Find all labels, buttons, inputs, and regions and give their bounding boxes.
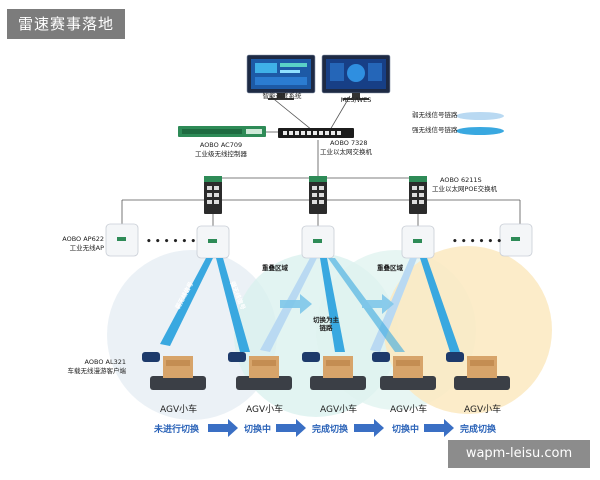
- agv-label-2: AGV小车: [246, 405, 284, 415]
- ap-ellipsis-left: • • • • • •: [146, 237, 197, 247]
- coverage-zone-1: [107, 250, 277, 420]
- ap-ellipsis-right: • • • • • •: [452, 237, 503, 247]
- state-label-4: 切换中: [392, 425, 420, 435]
- coverage-zone-4: [384, 246, 552, 414]
- overlap-zone-label-1: 重叠区域: [262, 264, 288, 272]
- poe-switch-1: [204, 176, 222, 214]
- client-model: AOBO AL321: [84, 358, 126, 366]
- ap-model: AOBO AP622: [62, 235, 104, 243]
- core-switch: [278, 128, 354, 138]
- agv-label-1: AGV小车: [160, 405, 198, 415]
- poe-switch-model: AOBO 6211S: [440, 176, 482, 184]
- agv-label-5: AGV小车: [464, 405, 502, 415]
- poe-switch-desc: 工业以太网POE交换机: [432, 185, 498, 193]
- state-label-5: 完成切换: [460, 425, 497, 435]
- core-switch-desc: 工业以太网交换机: [320, 148, 372, 156]
- overlap-zone-label-2: 重叠区域: [377, 264, 403, 272]
- agv-label-3: AGV小车: [320, 405, 358, 415]
- poe-switch-3: [409, 176, 427, 214]
- ap-desc: 工业无线AP: [69, 244, 104, 252]
- controller-desc: 工业级无线控制器: [195, 150, 247, 158]
- mes-label: MES/WES: [340, 96, 372, 104]
- state-label-3: 完成切换: [312, 425, 349, 435]
- handover-arrows: [280, 294, 394, 314]
- legend-strong-swatch: [456, 127, 504, 135]
- flow-arrows: [208, 419, 454, 437]
- client-desc: 车载无线漫游客户端: [67, 367, 127, 375]
- mes-monitor: [321, 54, 391, 100]
- poe-switch-2: [309, 176, 327, 214]
- scheduling-system-label: 智能调度系统: [262, 92, 302, 100]
- legend-strong-label: 强无线信号链路: [412, 126, 458, 134]
- state-label-2: 切换中: [244, 425, 272, 435]
- agv-carts: [142, 352, 510, 390]
- wireless-controller: [178, 126, 266, 137]
- core-switch-model: AOBO 7328: [330, 139, 368, 147]
- watermark-badge: wapm-leisu.com: [448, 440, 590, 468]
- scheduling-monitor: [246, 54, 316, 100]
- switch-main-link-label: 切换为主 链路: [313, 316, 339, 333]
- controller-model: AOBO AC709: [199, 141, 243, 149]
- ap-logos: [117, 237, 520, 243]
- agv-label-4: AGV小车: [390, 405, 428, 415]
- legend-weak-label: 弱无线信号链路: [412, 111, 458, 119]
- legend-weak-swatch: [456, 112, 504, 120]
- source-badge: 雷速赛事落地: [7, 9, 125, 39]
- state-label-1: 未进行切换: [154, 425, 200, 435]
